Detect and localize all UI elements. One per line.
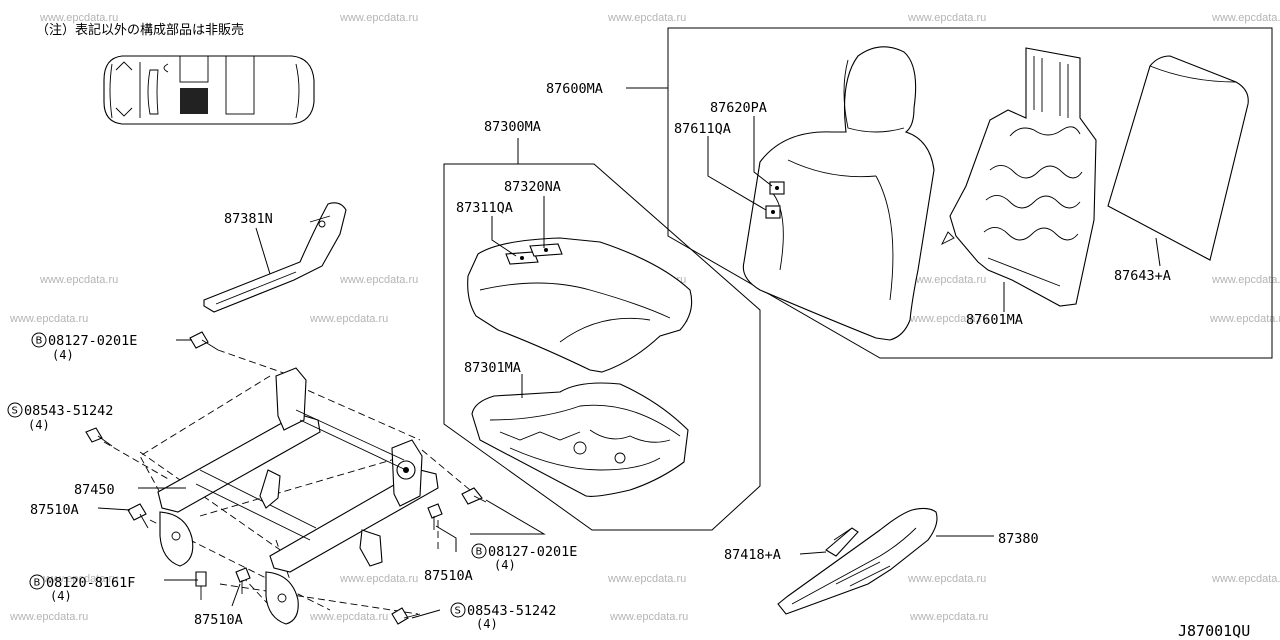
parts-note: （注）表記以外の構成部品は非販売 <box>36 22 244 38</box>
vehicle-locator-illustration <box>103 55 315 125</box>
fastener-quantity: (4) <box>50 589 72 603</box>
watermark: www.epcdata.ru <box>907 12 986 24</box>
label-87418A: 87418+A <box>724 547 781 563</box>
fastener-badge: S <box>455 606 461 617</box>
label-87510A: 87510A <box>30 502 79 518</box>
label-87381N: 87381N <box>224 211 273 227</box>
fastener-callout: B 08120-8161F (4) <box>29 574 135 603</box>
label-87311QA: 87311QA <box>456 200 513 216</box>
seat-back-group <box>626 27 1273 359</box>
label-87380: 87380 <box>998 531 1039 547</box>
watermark: www.epcdata.ru <box>607 573 686 585</box>
fastener-part-number: 08120-8161F <box>46 575 135 591</box>
label-87620PA: 87620PA <box>710 100 767 116</box>
fastener-badge: B <box>34 578 41 589</box>
label-87320NA: 87320NA <box>504 179 561 195</box>
highlighted-seat-marker <box>180 88 208 114</box>
watermark: www.epcdata.ru <box>909 313 988 325</box>
fastener-quantity: (4) <box>52 348 74 362</box>
label-87611QA: 87611QA <box>674 121 731 137</box>
watermark: www.epcdata.ru <box>1209 313 1280 325</box>
label-87301MA: 87301MA <box>464 360 521 376</box>
fastener-callout: B 08127-0201E (4) <box>31 332 137 362</box>
side-cover-group <box>777 507 994 615</box>
fastener-callout: S 08543-51242 (4) <box>7 402 113 432</box>
fastener-part-number: 08543-51242 <box>24 403 113 419</box>
label-87510A: 87510A <box>194 612 243 628</box>
watermark: www.epcdata.ru <box>39 274 118 286</box>
watermark: www.epcdata.ru <box>609 611 688 623</box>
label-87600MA: 87600MA <box>546 81 603 97</box>
fastener-quantity: (4) <box>28 418 50 432</box>
fastener-badge: S <box>12 406 18 417</box>
label-87510A: 87510A <box>424 568 473 584</box>
watermark: www.epcdata.ru <box>9 313 88 325</box>
diagram-code: J87001QU <box>1178 622 1250 640</box>
watermark: www.epcdata.ru <box>39 573 118 585</box>
fastener-callout: B 08127-0201E (4) <box>471 543 577 572</box>
watermark: www.epcdata.ru <box>909 611 988 623</box>
fastener-quantity: (4) <box>494 558 516 572</box>
watermark: www.epcdata.ru <box>339 12 418 24</box>
label-87300MA: 87300MA <box>484 119 541 135</box>
watermark: www.epcdata.ru <box>907 274 986 286</box>
watermark: www.epcdata.ru <box>309 611 388 623</box>
watermark: www.epcdata.ru <box>607 12 686 24</box>
fastener-badge: B <box>36 336 43 347</box>
label-87450: 87450 <box>74 482 115 498</box>
fastener-part-number: 08127-0201E <box>488 544 577 560</box>
watermark: www.epcdata.ru <box>1211 573 1280 585</box>
fastener-quantity: (4) <box>476 617 498 631</box>
fastener-badge: B <box>476 547 483 558</box>
watermark: www.epcdata.ru <box>907 573 986 585</box>
fastener-part-number: 08543-51242 <box>467 603 556 619</box>
seat-slide-frame-group <box>85 202 546 625</box>
watermark: www.epcdata.ru <box>339 573 418 585</box>
watermark: www.epcdata.ru <box>309 313 388 325</box>
watermark: www.epcdata.ru <box>1211 274 1280 286</box>
watermark: www.epcdata.ru <box>339 274 418 286</box>
watermark: www.epcdata.ru <box>39 12 118 24</box>
watermark: www.epcdata.ru <box>1211 12 1280 24</box>
label-87601MA: 87601MA <box>966 312 1023 328</box>
label-87643A: 87643+A <box>1114 268 1171 284</box>
seat-cushion-group <box>443 138 761 531</box>
part-labels: 87600MA 87620PA 87611QA 87300MA 87320NA … <box>30 81 1171 628</box>
fastener-callout: S 08543-51242 (4) <box>450 602 556 631</box>
watermark: www.epcdata.ru <box>9 611 88 623</box>
fastener-part-number: 08127-0201E <box>48 333 137 349</box>
